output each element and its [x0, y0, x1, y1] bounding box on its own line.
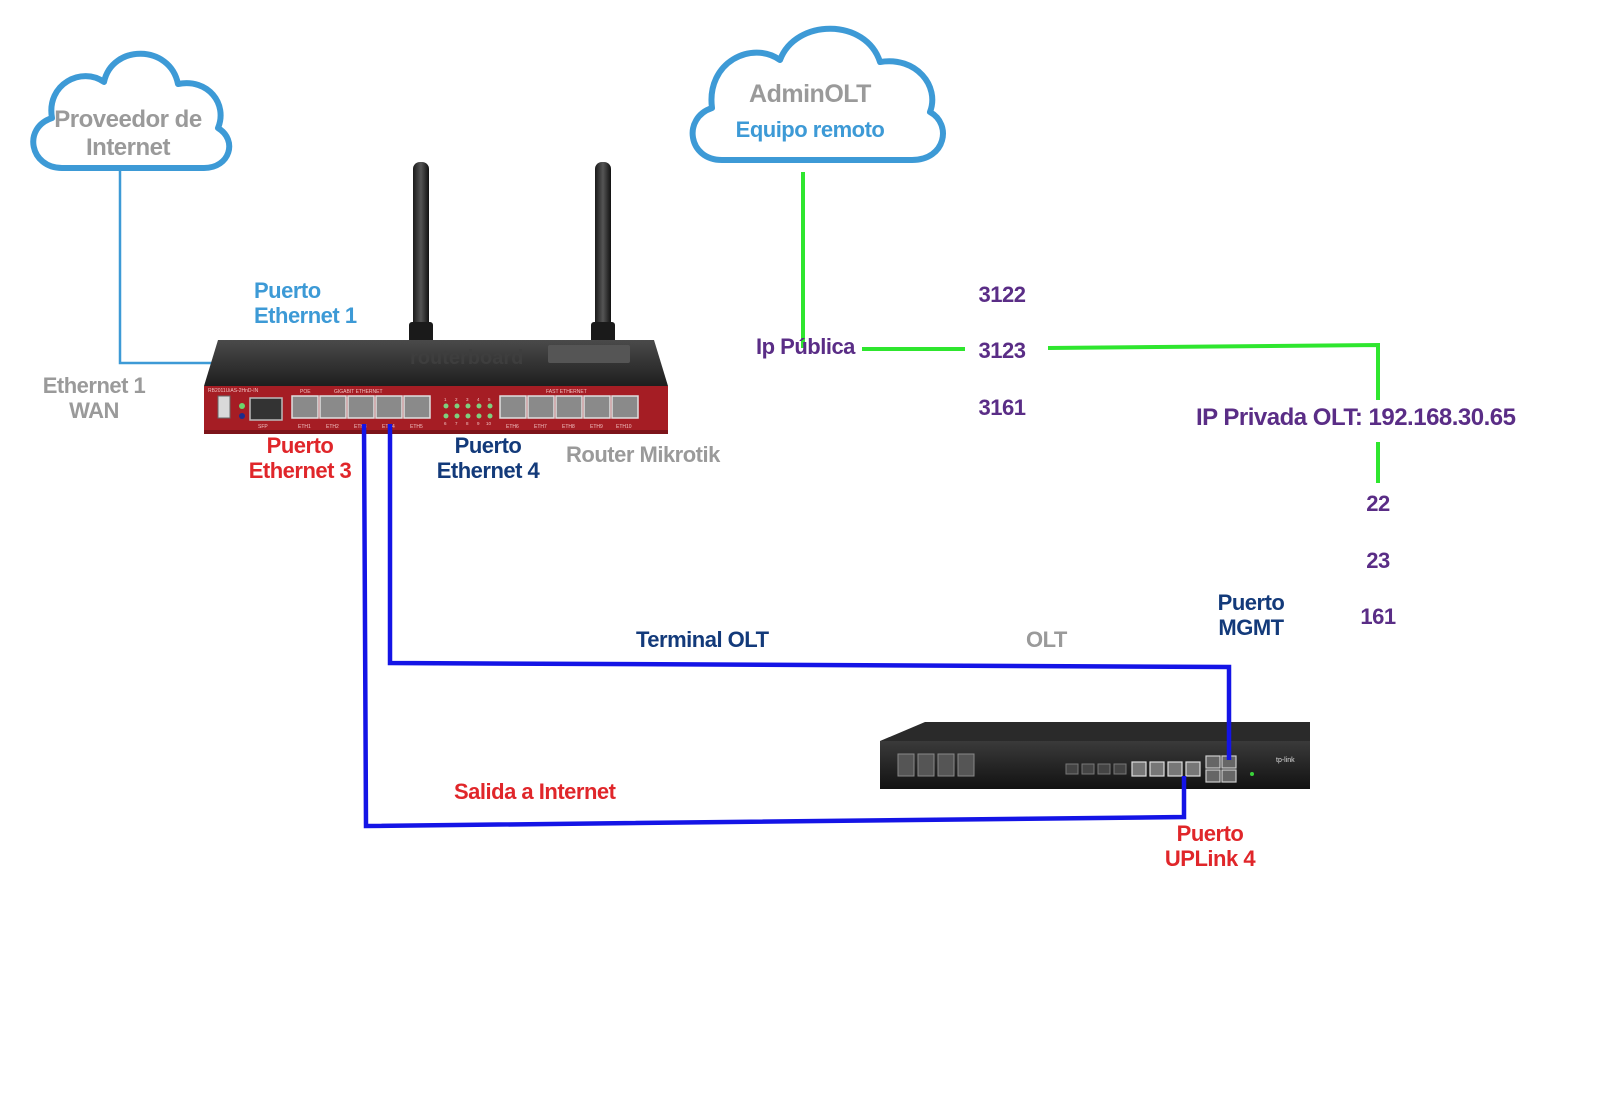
router-led-number: 7: [455, 421, 458, 426]
salida-internet-label: Salida a Internet: [454, 779, 616, 804]
port-eth4-line2: Ethernet 4: [436, 458, 540, 484]
private-port-22: 22: [1366, 491, 1390, 516]
router-port-label: ETH1: [298, 424, 311, 430]
router-led-number: 9: [477, 421, 480, 426]
router-led-number: 2: [455, 397, 458, 402]
olt-brand: tp-link: [1276, 757, 1295, 764]
router-model: RB2011UiAS-2HnD-IN: [208, 388, 259, 394]
port-eth4-label: Puerto Ethernet 4: [428, 433, 548, 484]
port-eth1-line1: Puerto: [254, 278, 321, 303]
admin-cloud-title: AdminOLT: [749, 80, 871, 108]
router-port-label: ETH8: [562, 424, 575, 430]
ip-publica-label: Ip Pública: [756, 334, 855, 359]
router-brand: routerboard: [410, 347, 523, 369]
router-port-label: ETH9: [590, 424, 603, 430]
router-name-label: Router Mikrotik: [566, 442, 720, 467]
port-mgmt-label: Puerto MGMT: [1196, 590, 1306, 641]
port-eth3-label: Puerto Ethernet 3: [240, 433, 360, 484]
isp-cloud-line2: Internet: [85, 133, 171, 161]
wan-line1: Ethernet 1: [42, 373, 146, 398]
ip-privada-label: IP Privada OLT: 192.168.30.65: [1196, 404, 1516, 431]
port-eth1-label: Puerto Ethernet 1: [254, 278, 357, 329]
private-port-23: 23: [1366, 548, 1390, 573]
router-led-number: 10: [486, 421, 492, 426]
port-uplink-label: Puerto UPLink 4: [1140, 821, 1280, 872]
terminal-olt-cable: [387, 424, 1232, 760]
terminal-olt-label: Terminal OLT: [636, 627, 769, 652]
olt-label: OLT: [1026, 627, 1067, 652]
nat-link: [1047, 342, 1380, 400]
public-port-3123: 3123: [978, 338, 1026, 363]
router-antennas: [409, 162, 615, 344]
router-port-label: ETH2: [326, 424, 339, 430]
port-uplink-line2: UPLink 4: [1164, 846, 1256, 872]
port-mgmt-line2: MGMT: [1218, 615, 1284, 641]
port-eth3-line1: Puerto: [266, 433, 334, 458]
olt-device-icon: tp-link: [880, 722, 1310, 789]
port-eth3-line2: Ethernet 3: [248, 458, 352, 484]
wan-label: Ethernet 1 WAN: [34, 373, 154, 424]
port-uplink-line1: Puerto: [1176, 821, 1244, 846]
router-port-label: ETH10: [616, 424, 632, 430]
router-section-fast: FAST ETHERNET: [546, 389, 587, 395]
router-section-poe: POE: [300, 389, 311, 395]
router-led-number: 3: [466, 397, 469, 402]
port-eth1-line2: Ethernet 1: [254, 303, 357, 329]
admin-cloud: [689, 25, 946, 163]
wan-line2: WAN: [69, 398, 119, 424]
internet-uplink-cable: [361, 423, 1187, 829]
port-eth4-line1: Puerto: [454, 433, 522, 458]
isp-cloud-label: Proveedor de Internet: [28, 106, 228, 161]
cloud-icon: [689, 25, 946, 163]
public-port-3161: 3161: [978, 395, 1026, 420]
router-port-label: ETH7: [534, 424, 547, 430]
port-mgmt-line1: Puerto: [1217, 590, 1285, 615]
router-sfp-label: SFP: [258, 424, 268, 430]
router-section-gigabit: GIGABIT ETHERNET: [334, 389, 383, 395]
router-icon: routerboard RB2011UiAS-2HnD-IN POE GIGAB…: [204, 340, 668, 434]
isp-cloud: [30, 50, 233, 171]
admin-cloud-subtitle: Equipo remoto: [735, 117, 885, 142]
private-port-161: 161: [1360, 604, 1396, 629]
cloud-icon: [30, 50, 233, 171]
router-led-number: 6: [444, 421, 447, 426]
router-port-label: ETH6: [506, 424, 519, 430]
router-led-number: 1: [444, 397, 447, 402]
router-port-label: ETH3: [354, 424, 367, 430]
router-port-label: ETH5: [410, 424, 423, 430]
isp-cloud-line1: Proveedor de: [54, 106, 202, 133]
public-port-3122: 3122: [978, 282, 1026, 307]
router-led-number: 4: [477, 397, 480, 402]
router-led-number: 8: [466, 421, 469, 426]
router-led-number: 5: [488, 397, 491, 402]
